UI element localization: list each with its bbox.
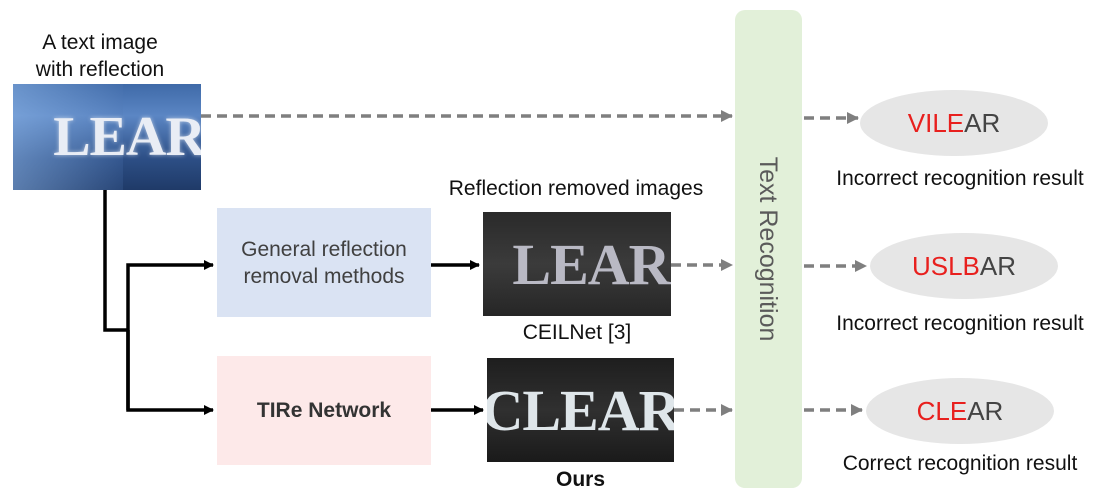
ours-output-image: CLEAR xyxy=(487,358,674,462)
ceilnet-caption: CEILNet [3] xyxy=(522,321,632,344)
text-recognition-bar xyxy=(735,10,802,488)
result-3-caption: Correct recognition result xyxy=(842,452,1078,475)
branch-to-tire-arrow xyxy=(126,330,214,415)
input-image: LEAR xyxy=(13,84,201,190)
ours-image-text: CLEAR xyxy=(487,377,674,443)
reflection-overlay xyxy=(13,84,123,190)
result-1-wrong: VILE xyxy=(907,107,965,138)
general-methods-label: General reflection removal methods xyxy=(241,237,407,288)
tire-network-label: TIRe Network xyxy=(256,399,392,422)
input-down-connector xyxy=(103,190,128,332)
ceilnet-image-text: LEAR xyxy=(512,231,670,297)
result-1-rest: AR xyxy=(964,107,1001,138)
result-2-wrong: USLB xyxy=(911,250,980,281)
ceilnet-output-image: LEAR xyxy=(483,212,671,316)
input-image-text: LEAR xyxy=(53,106,201,168)
tire-network-box: TIRe Network xyxy=(217,356,431,465)
result-3-wrong: CLE xyxy=(916,395,968,426)
ours-caption: Ours xyxy=(555,468,605,491)
input-caption-line2: with reflection xyxy=(35,58,165,81)
result-3-rest: AR xyxy=(967,395,1004,426)
removed-images-header: Reflection removed images xyxy=(448,177,704,200)
result-2-rest: AR xyxy=(979,250,1017,281)
result-1-caption: Incorrect recognition result xyxy=(836,167,1084,190)
result-2-caption: Incorrect recognition result xyxy=(836,312,1084,335)
general-methods-box: General reflection removal methods xyxy=(217,208,431,317)
input-caption-line1: A text image xyxy=(42,31,158,54)
branch-to-general-arrow xyxy=(126,260,214,410)
